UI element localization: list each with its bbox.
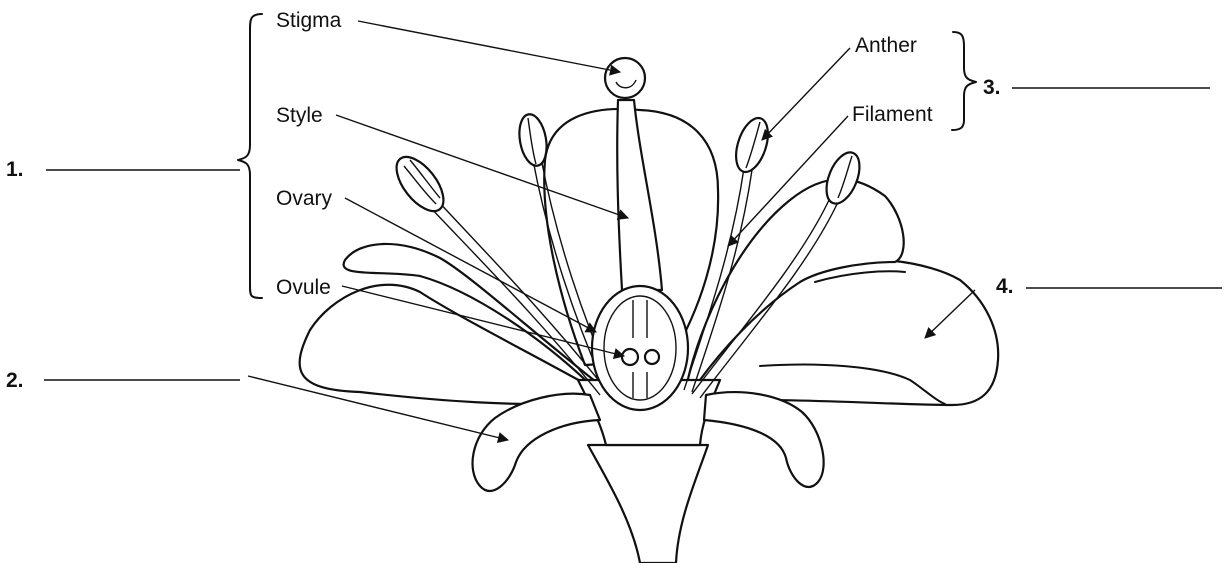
blank-number-2: 2. (6, 369, 24, 392)
sepal-left (473, 394, 600, 491)
ovary-body (592, 286, 688, 410)
blank-number-3: 3. (983, 76, 1001, 99)
bracket-pistil (238, 14, 262, 298)
label-stigma: Stigma (276, 9, 342, 32)
label-ovule: Ovule (276, 276, 331, 299)
blank-number-4: 4. (996, 275, 1014, 298)
leader-stigma (358, 21, 620, 72)
blank-number-1: 1. (6, 158, 24, 181)
petal-left (300, 285, 600, 404)
label-style: Style (276, 104, 323, 127)
leader-anther (762, 48, 850, 140)
label-ovary: Ovary (276, 187, 333, 210)
label-filament: Filament (852, 103, 933, 126)
sepal-right (704, 392, 824, 487)
ovule-1 (622, 349, 638, 365)
blank-4[interactable]: 4. (996, 275, 1222, 298)
stigma-tip (605, 58, 645, 98)
flower-illustration (300, 58, 999, 563)
ovule-2 (645, 350, 659, 364)
anther-3 (730, 114, 774, 176)
anther-2 (516, 112, 551, 168)
blank-3[interactable]: 3. (983, 76, 1210, 99)
label-anther: Anther (855, 34, 917, 57)
stem (588, 445, 708, 563)
bracket-stamen (952, 32, 976, 130)
blank-2[interactable]: 2. (6, 369, 240, 392)
blank-1[interactable]: 1. (6, 158, 240, 181)
anther-1 (388, 149, 453, 219)
